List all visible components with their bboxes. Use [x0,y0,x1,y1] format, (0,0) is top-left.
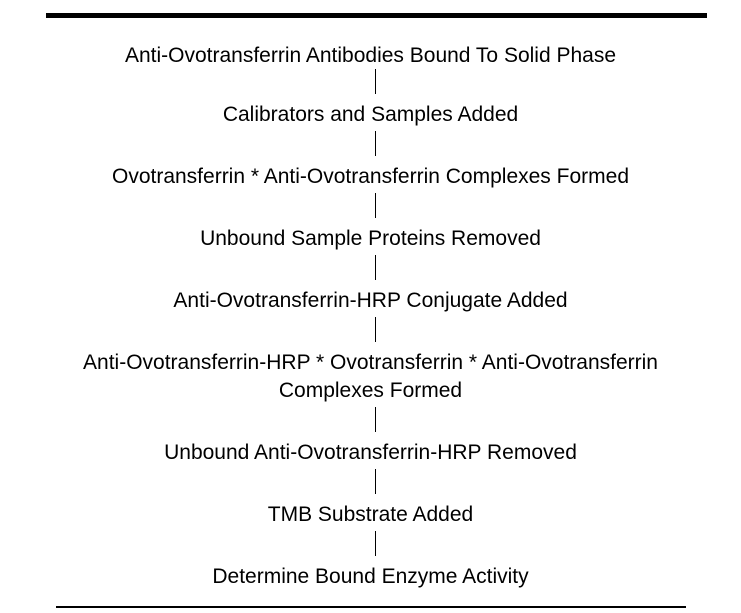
connector-line-5 [375,317,376,342]
top-rule [46,13,707,18]
connector-line-3 [375,193,376,218]
connector-line-7 [375,469,376,494]
connector-line-2 [375,131,376,156]
step-sandwich-complexes-line-1: Anti-Ovotransferrin-HRP * Ovotransferrin… [83,351,658,374]
connector-line-4 [375,255,376,280]
step-substrate-added: TMB Substrate Added [267,503,474,526]
step-proteins-removed: Unbound Sample Proteins Removed [200,227,541,250]
connector-line-8 [375,531,376,556]
connector-line-1 [375,69,376,94]
step-calibrators-added: Calibrators and Samples Added [222,103,519,126]
bottom-rule [56,606,686,608]
step-conjugate-added: Anti-Ovotransferrin-HRP Conjugate Added [173,289,568,312]
step-hrp-removed: Unbound Anti-Ovotransferrin-HRP Removed [164,441,577,464]
step-antibodies-bound: Anti-Ovotransferrin Antibodies Bound To … [124,44,617,67]
connector-line-6 [375,407,376,432]
step-complexes-formed: Ovotransferrin * Anti-Ovotransferrin Com… [111,165,629,188]
step-determine-activity: Determine Bound Enzyme Activity [212,565,529,588]
step-sandwich-complexes-line-2: Complexes Formed [278,379,463,402]
